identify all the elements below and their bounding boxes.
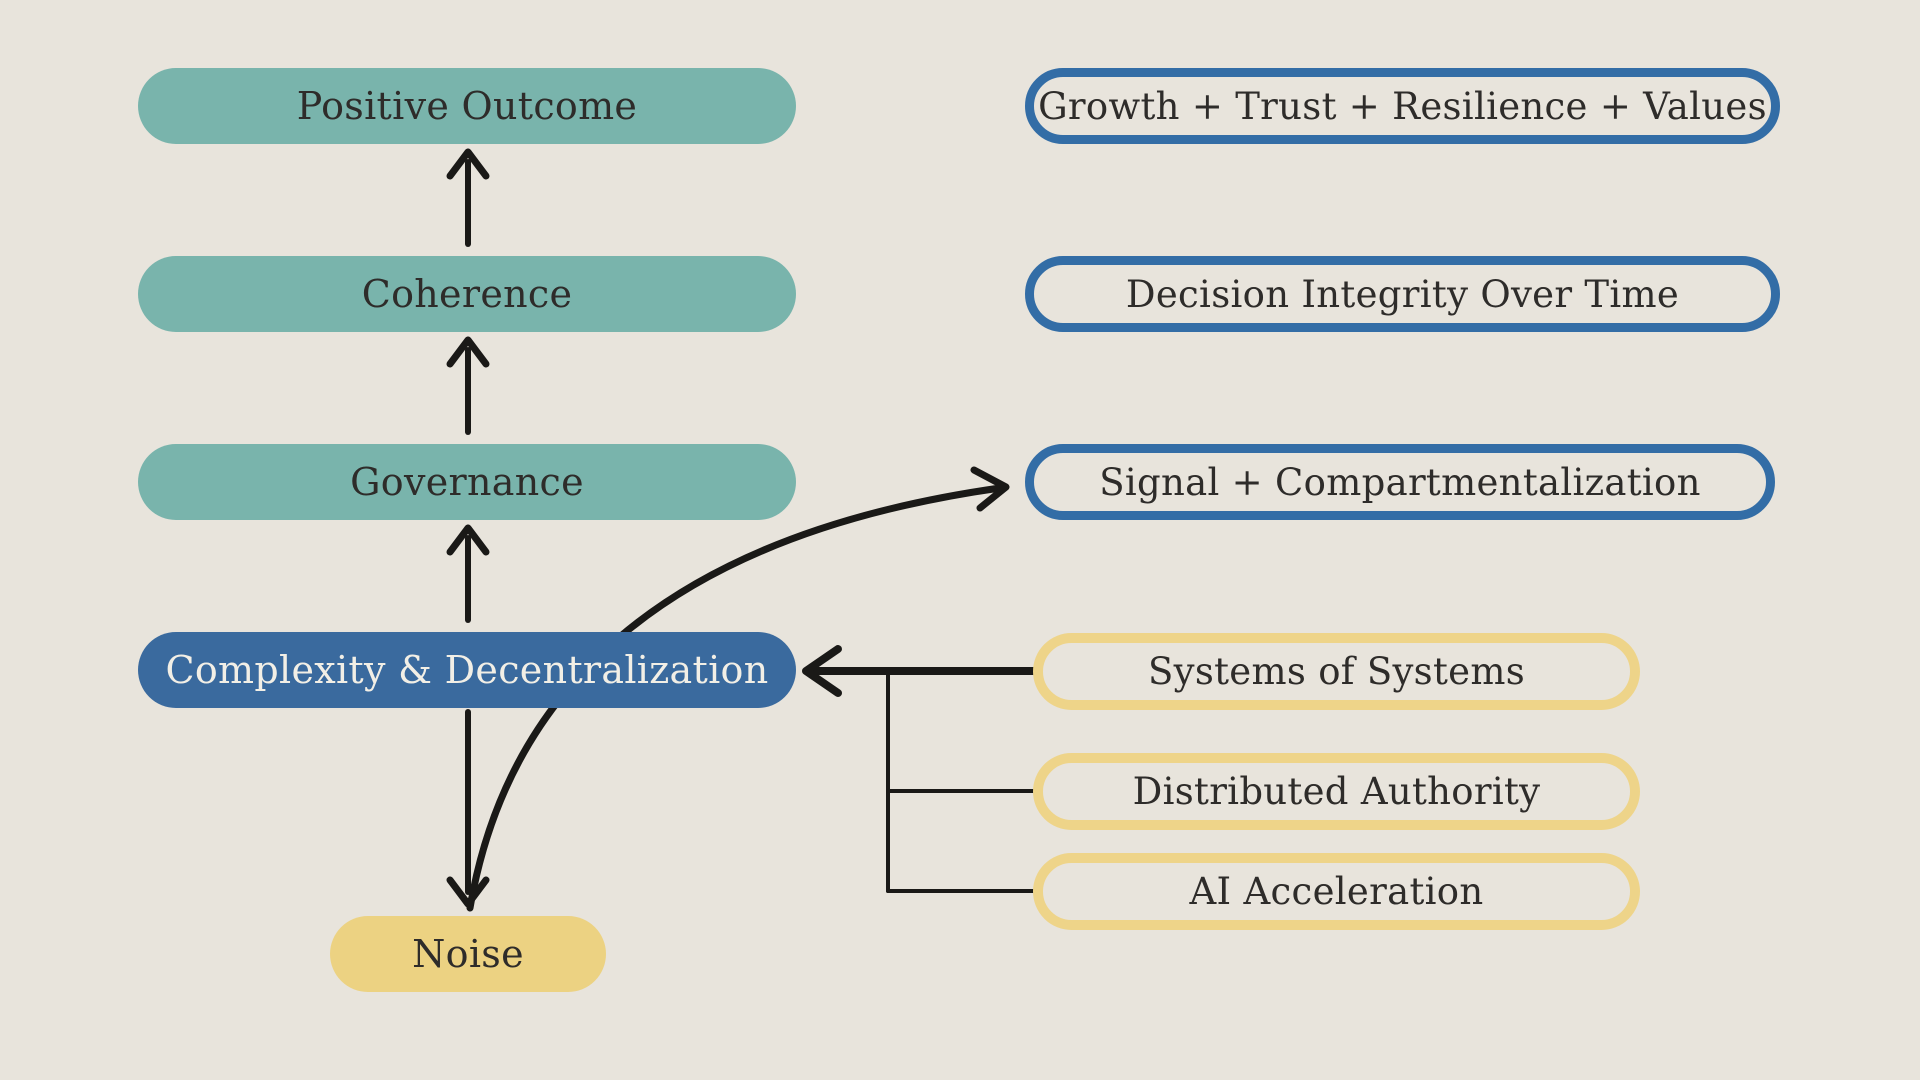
arrow-governance-to-coherence [446,336,490,435]
node-positive-outcome: Positive Outcome [138,68,796,144]
node-systems-of-systems: Systems of Systems [1033,633,1640,710]
node-coherence: Coherence [138,256,796,332]
node-signal-compartmentalization: Signal + Compartmentalization [1025,444,1775,520]
arrow-inputs-to-complexity [802,645,1044,697]
node-decision-integrity: Decision Integrity Over Time [1025,256,1780,332]
node-complexity-decentralization: Complexity & Decentralization [138,632,796,708]
arrow-noise-to-signal-curve [466,466,1010,912]
node-ai-acceleration: AI Acceleration [1033,853,1640,930]
arrow-complexity-to-noise [446,709,490,908]
node-growth-trust-resilience-values: Growth + Trust + Resilience + Values [1025,68,1780,144]
node-distributed-authority: Distributed Authority [1033,753,1640,830]
node-governance: Governance [138,444,796,520]
node-noise: Noise [330,916,606,992]
arrow-complexity-to-governance [446,524,490,623]
arrow-coherence-to-positive-outcome [446,148,490,247]
